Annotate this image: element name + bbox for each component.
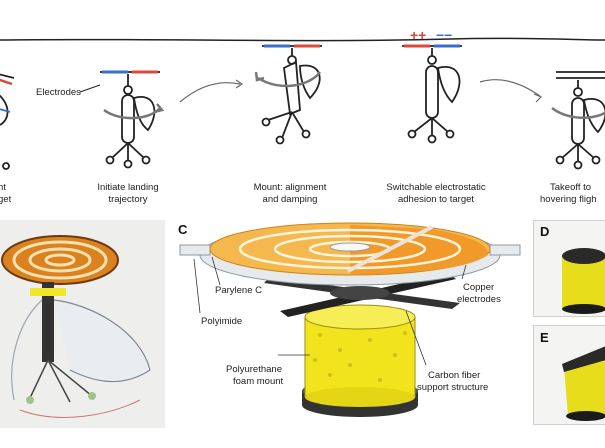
exploded-view-diagram [179,222,521,417]
parylene-label: Parylene C [215,285,262,296]
robot-1 [79,70,165,169]
carbon-label-2: support structure [417,382,489,393]
robot-4 [551,71,605,170]
charge-minus: −− [436,27,452,43]
panel-e-photo [533,325,605,425]
copper-label: Copper [463,282,495,293]
electrodes-label: Electrodes [36,87,81,98]
trajectory-arrow-2 [479,79,541,97]
charge-plus: ++ [410,27,426,43]
panel-e-letter: E [540,330,549,345]
polyimide-label: Polyimide [201,316,243,327]
foam-label-2: foam mount [233,376,284,387]
robot-2 [254,44,322,145]
robot-0 [0,73,15,170]
panel-d-photo [533,220,605,317]
copper-label-2: electrodes [457,294,501,305]
trajectory-arrow-1 [179,82,241,103]
foam-label: Polyurethane [226,364,282,375]
ceiling-surface [0,37,605,42]
landing-sequence-diagram: ++ −− [0,27,605,170]
panel-d-letter: D [540,224,550,239]
robot-photo [0,220,165,428]
robot-3 [402,44,462,144]
panel-c-letter: C [178,222,188,237]
carbon-label: Carbon fiber [428,370,481,381]
